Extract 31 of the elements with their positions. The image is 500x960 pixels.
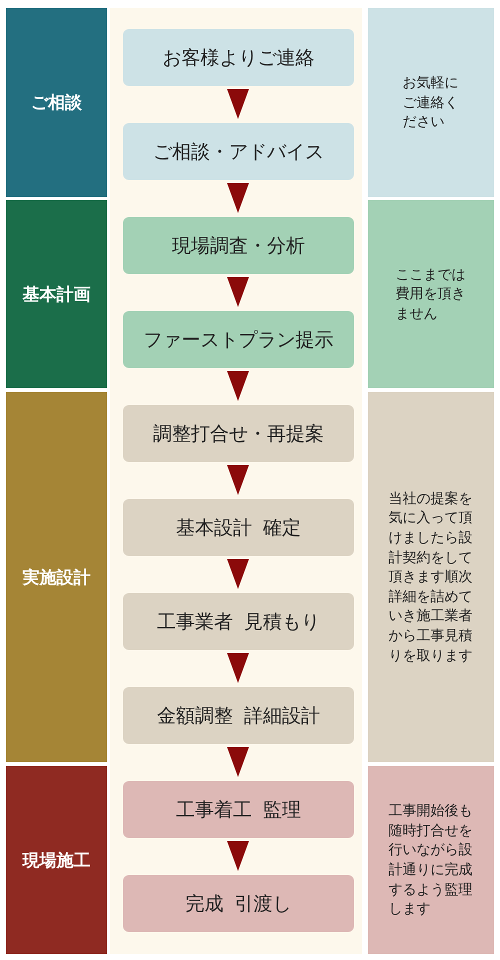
- phase-label: 実施設計: [6, 392, 107, 762]
- process-box: 現場調査・分析: [123, 217, 354, 274]
- arrow: [227, 371, 249, 402]
- process-box: 金額調整 詳細設計: [123, 687, 354, 744]
- note-panel: [368, 8, 494, 197]
- note-text: 当社の提案を気に入って頂けましたら設計契約をして頂きます順次詳細を詰めていき施工業者から工事見積りを取ります: [388, 488, 474, 665]
- arrow: [227, 465, 249, 496]
- process-box: 調整打合せ・再提案: [123, 405, 354, 462]
- arrow: [227, 559, 249, 590]
- note-text: ここまでは費用を頂きません: [395, 264, 466, 323]
- process-box: 完成 引渡し: [123, 875, 354, 932]
- process-box: お客様よりご連絡: [123, 29, 354, 86]
- process-box: ファーストプラン提示: [123, 311, 354, 368]
- note-panel: [368, 200, 494, 388]
- arrow: [227, 277, 249, 308]
- process-box: 工事業者 見積もり: [123, 593, 354, 650]
- phase-label: 現場施工: [6, 766, 107, 954]
- phase-label: ご相談: [6, 8, 107, 197]
- note-text: お気軽にご連絡ください: [402, 73, 460, 132]
- arrow: [227, 747, 249, 778]
- phase-label: 基本計画: [6, 200, 107, 388]
- process-box: ご相談・アドバイス: [123, 123, 354, 180]
- arrow: [227, 841, 249, 872]
- process-box: 基本設計 確定: [123, 499, 354, 556]
- process-box: 工事着工 監理: [123, 781, 354, 838]
- note-panel: [368, 392, 494, 762]
- arrow: [227, 89, 249, 120]
- note-panel: [368, 766, 494, 954]
- arrow: [227, 653, 249, 684]
- note-text: 工事開始後も随時打合せを行いながら設計通りに完成するよう監理します: [388, 801, 474, 918]
- arrow: [227, 183, 249, 214]
